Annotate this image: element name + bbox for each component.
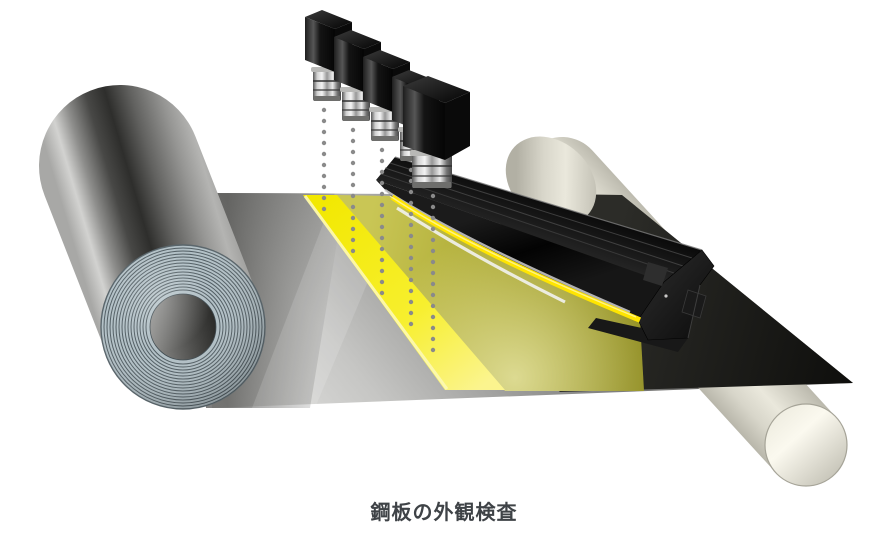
sight-dot — [379, 257, 385, 263]
sight-dot — [379, 224, 385, 230]
sight-dot — [379, 191, 385, 197]
sight-dot — [321, 184, 327, 190]
sight-dot — [408, 310, 414, 316]
sight-dot — [430, 237, 436, 243]
sight-dot — [430, 314, 436, 320]
sight-dot — [379, 202, 385, 208]
sight-dot — [430, 292, 436, 298]
sight-dot — [430, 259, 436, 265]
sight-dot — [430, 215, 436, 221]
sight-dot — [408, 299, 414, 305]
sight-dot — [408, 233, 414, 239]
sight-dot — [350, 248, 356, 254]
sight-dot — [321, 118, 327, 124]
sight-dot — [350, 138, 356, 144]
sight-dot — [430, 347, 436, 353]
roller-end-face — [764, 403, 848, 487]
lens-bottom-ring — [413, 182, 451, 188]
camera-sight-lines — [321, 107, 436, 353]
sheet-reflection-line — [396, 206, 566, 304]
bracket-edge-highlight — [687, 284, 701, 339]
camera-front-face — [403, 86, 445, 160]
sight-dot — [408, 288, 414, 294]
bracket-top-tab — [643, 262, 668, 286]
sight-dot — [350, 204, 356, 210]
sight-dot — [350, 193, 356, 199]
emission-highlight — [389, 195, 637, 318]
sight-dot — [321, 173, 327, 179]
camera-lens — [412, 150, 452, 188]
sight-dot — [408, 211, 414, 217]
sight-dot — [379, 246, 385, 252]
sight-line-1 — [321, 107, 327, 212]
line-light-top-face — [376, 157, 702, 282]
sight-dot — [430, 303, 436, 309]
sight-dot — [430, 204, 436, 210]
sight-dot — [350, 171, 356, 177]
sight-dot — [379, 213, 385, 219]
sight-dot — [379, 268, 385, 274]
scan-strip — [303, 195, 505, 390]
sight-dot — [430, 336, 436, 342]
sight-dot — [350, 160, 356, 166]
sight-dot — [408, 277, 414, 283]
camera-5 — [403, 76, 470, 188]
sight-dot — [350, 237, 356, 243]
sight-line-5 — [430, 193, 436, 353]
illuminated-scan-line — [303, 195, 505, 390]
sight-dot — [321, 129, 327, 135]
sight-dot — [350, 149, 356, 155]
line-light-end-bracket — [588, 249, 715, 352]
sight-dot — [379, 158, 385, 164]
sight-dot — [408, 244, 414, 250]
light-glow — [337, 195, 644, 391]
sight-dot — [379, 180, 385, 186]
sight-dot — [408, 321, 414, 327]
line-light-striation — [380, 173, 675, 274]
sight-line-4 — [408, 167, 414, 327]
sight-dot — [408, 200, 414, 206]
glow-haze — [337, 195, 644, 391]
camera-side-face — [445, 92, 470, 160]
sight-dot — [321, 162, 327, 168]
coil-face — [100, 244, 266, 410]
coil-face-shading — [101, 245, 265, 409]
bracket-specular-dot — [664, 294, 668, 298]
sight-dot — [350, 182, 356, 188]
sight-dot — [379, 279, 385, 285]
camera-top-face — [403, 76, 470, 103]
sight-dot — [430, 270, 436, 276]
sight-dot — [321, 107, 327, 113]
sight-dot — [321, 140, 327, 146]
line-light-front-face — [376, 180, 664, 320]
sight-line-2 — [350, 127, 356, 254]
sight-dot — [408, 189, 414, 195]
sight-dot — [379, 235, 385, 241]
steel-coil — [39, 85, 266, 410]
sight-dot — [350, 127, 356, 133]
sight-dot — [350, 215, 356, 221]
sight-dot — [379, 169, 385, 175]
sight-dot — [408, 222, 414, 228]
caption: 鋼板の外観検査 — [370, 502, 518, 524]
sight-dot — [430, 281, 436, 287]
sight-dot — [379, 290, 385, 296]
sight-dot — [430, 248, 436, 254]
sight-dot — [379, 147, 385, 153]
bracket-tab — [681, 289, 707, 319]
sight-dot — [430, 325, 436, 331]
sight-dot — [430, 193, 436, 199]
sight-dot — [350, 226, 356, 232]
sight-dot — [408, 255, 414, 261]
sight-dot — [321, 151, 327, 157]
bracket-lower-bevel — [588, 318, 688, 352]
scan-strip-highlight — [303, 195, 449, 390]
sight-dot — [430, 226, 436, 232]
sight-dot — [408, 266, 414, 272]
sight-dot — [321, 195, 327, 201]
sight-line-3 — [379, 147, 385, 296]
line-scan-cameras — [304, 9, 470, 188]
sight-dot — [321, 206, 327, 212]
